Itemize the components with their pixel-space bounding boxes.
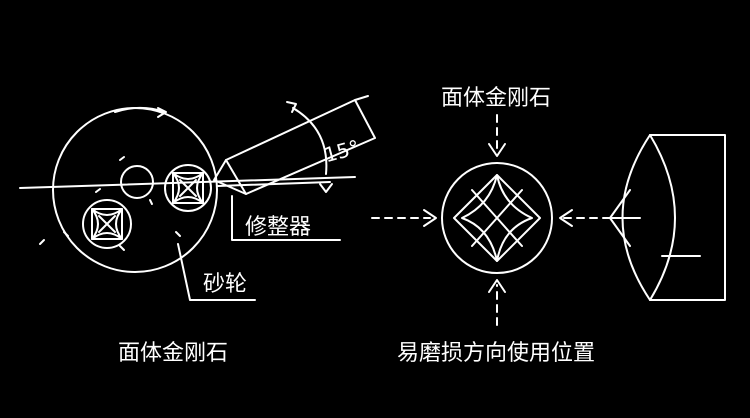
wheel-leader [177,243,256,301]
dresser-leader [231,195,341,241]
cone-wheel [609,134,726,301]
wheel-center-hole [120,165,154,199]
dresser-tool [213,95,376,195]
diamond-insert-upper [164,164,212,212]
dashed-arrows [371,114,611,326]
diamond-insert-lower [82,199,132,249]
diamond-circle [441,162,553,274]
rotation-arc [114,107,166,113]
rotation-arrowhead [157,107,167,118]
grinding-wheel [39,107,218,273]
right-caption: 易磨损方向使用位置 [397,341,596,366]
wheel-label: 砂轮 [203,272,248,297]
diamond-facets [461,174,533,262]
base-line [217,181,331,187]
left-caption: 面体金刚石 [118,341,229,366]
reference-line [19,176,356,189]
wheel-circle [52,107,218,273]
diamond-inner-lines [471,189,523,247]
right-top-label: 面体金刚石 [441,86,552,111]
arrowheads [423,143,573,293]
diamond-usage-diagram [441,162,553,274]
angle-indicator [286,101,333,193]
dresser-label: 修整器 [245,215,312,240]
